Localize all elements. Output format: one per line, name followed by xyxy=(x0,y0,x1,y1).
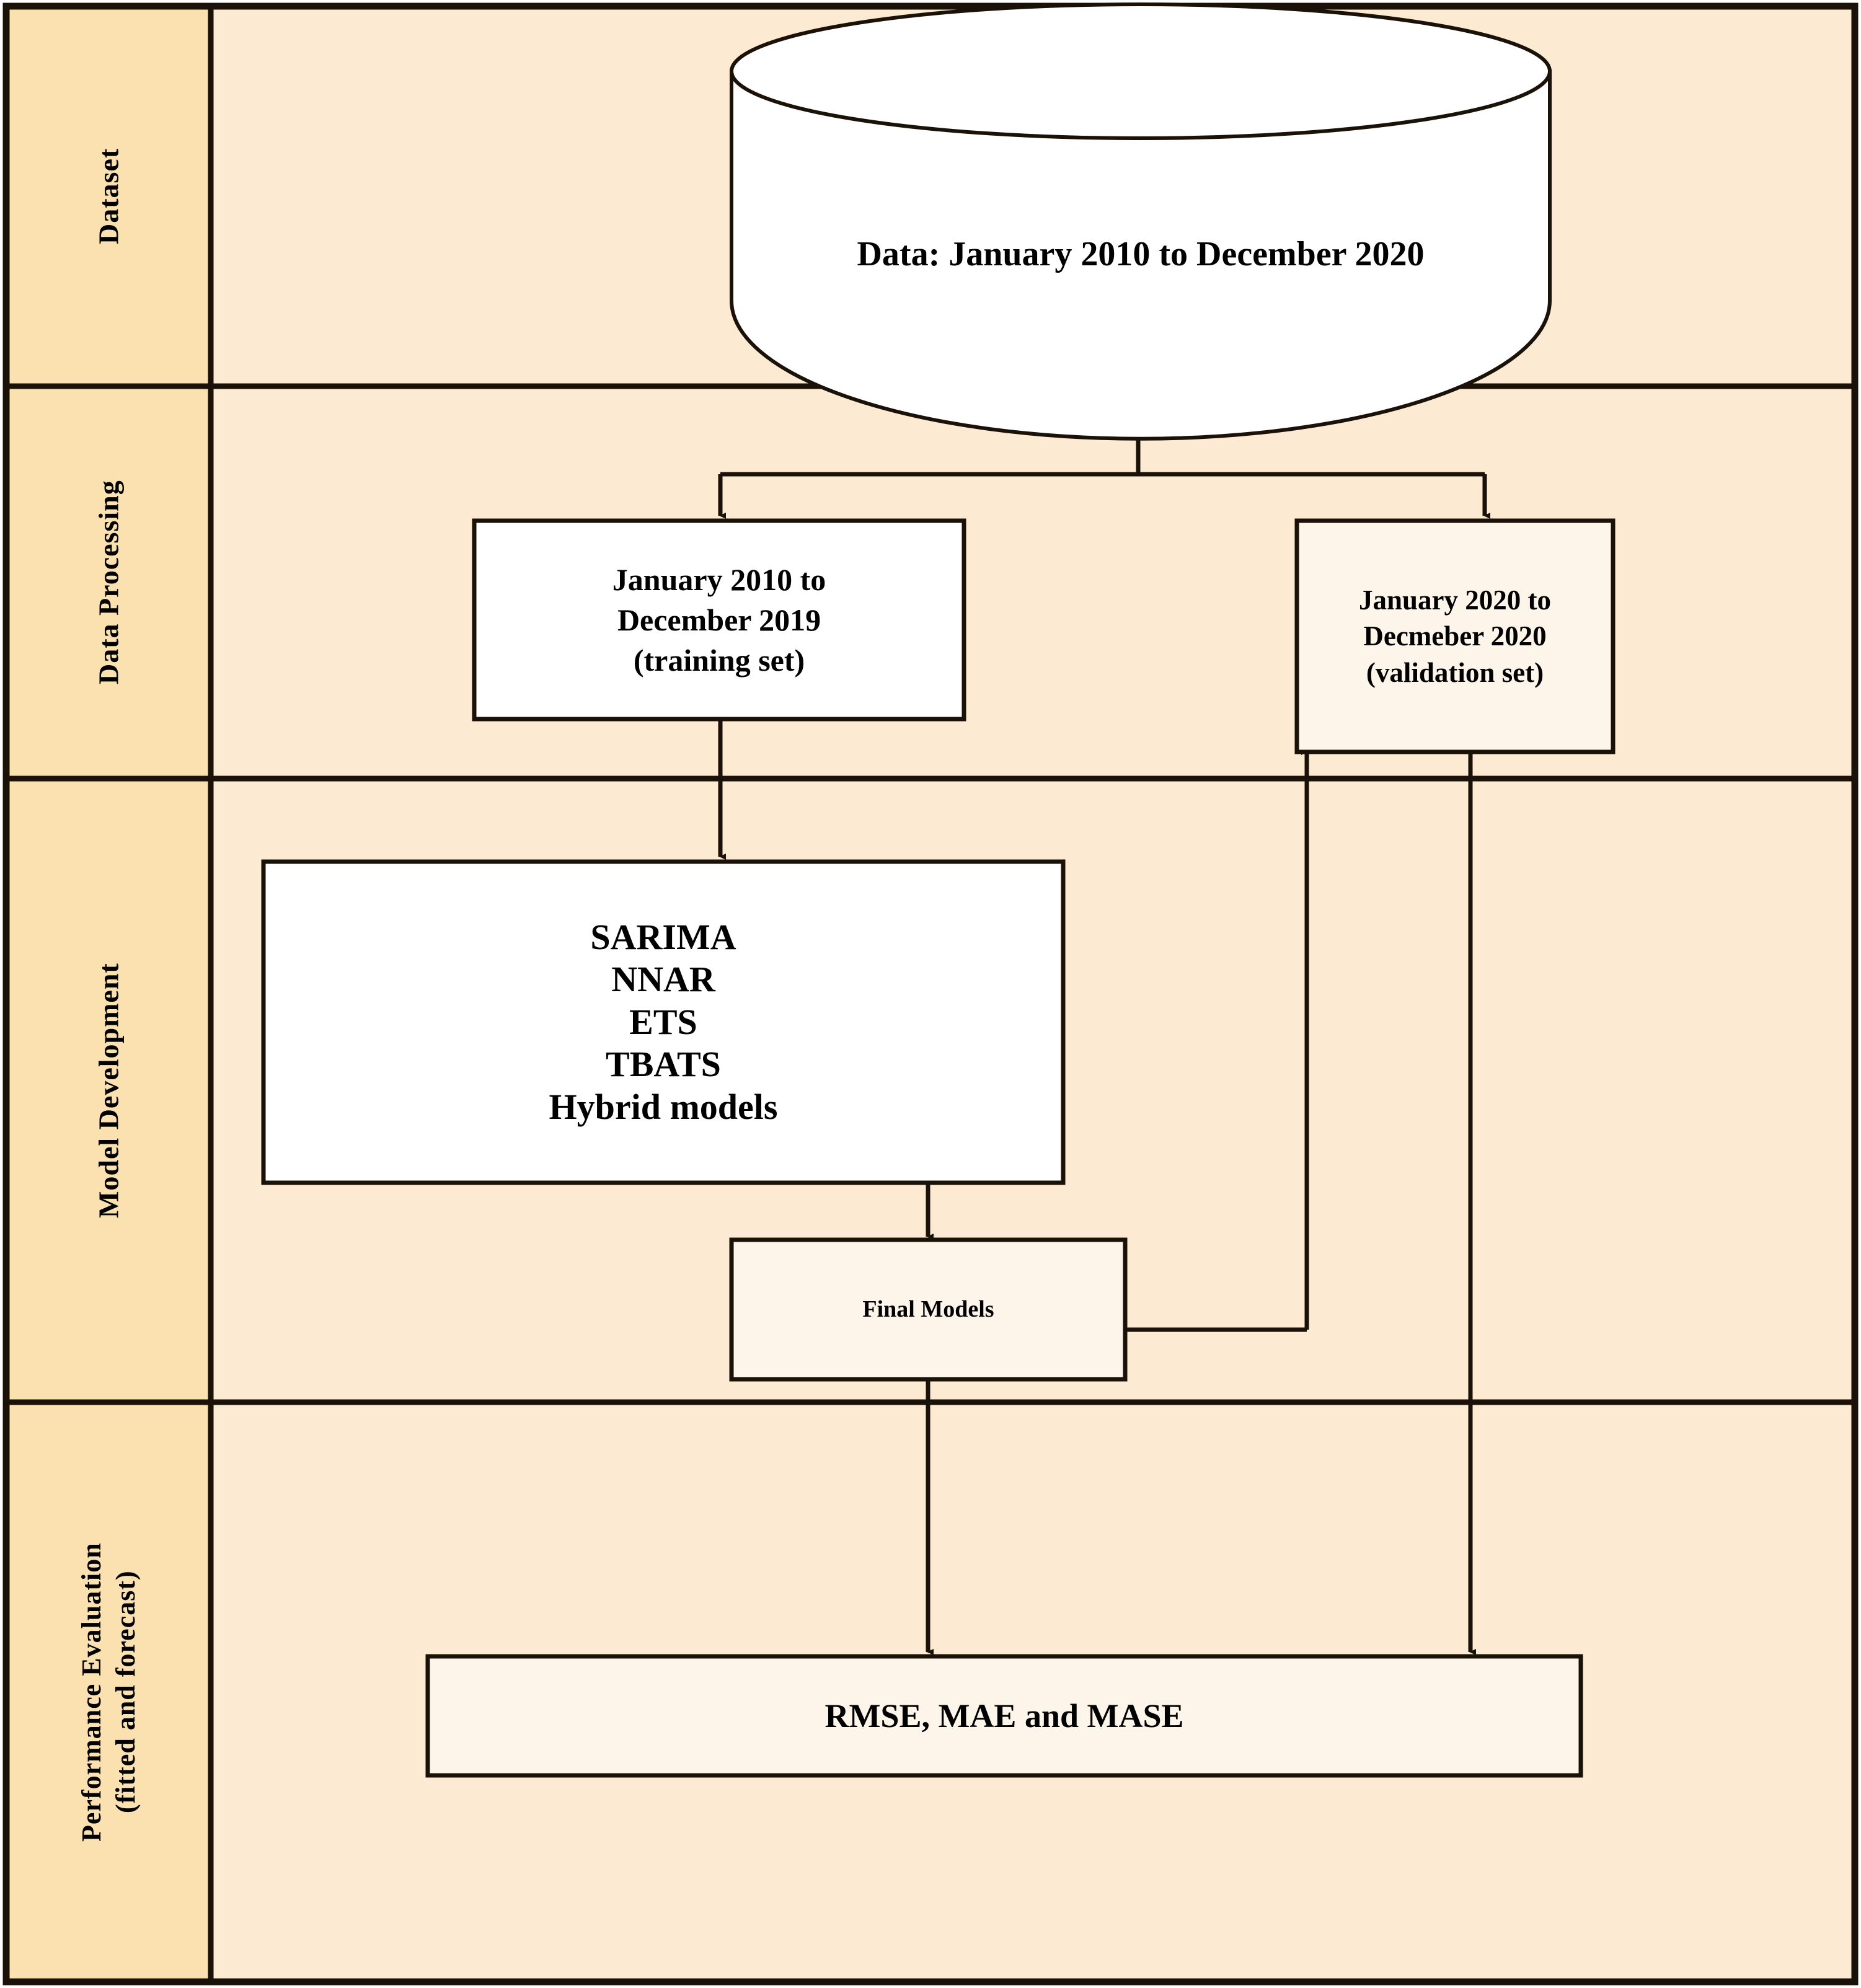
node-training-set[interactable] xyxy=(472,518,966,722)
node-validation-set[interactable] xyxy=(1294,518,1616,754)
node-metrics[interactable] xyxy=(425,1654,1583,1778)
stage-label-evaluation: Performance Evaluation (fitted and forec… xyxy=(76,1542,141,1842)
edge-final-to-validation xyxy=(1125,749,1309,1332)
stage-label-processing: Data Processing xyxy=(92,480,125,685)
stage-label-development: Model Development xyxy=(92,963,125,1218)
node-candidate-models[interactable] xyxy=(261,859,1066,1185)
stage-column xyxy=(6,6,211,1982)
stage-label-dataset: Dataset xyxy=(92,148,125,245)
node-data-source[interactable] xyxy=(730,2,1552,441)
node-final-models[interactable] xyxy=(729,1237,1128,1382)
